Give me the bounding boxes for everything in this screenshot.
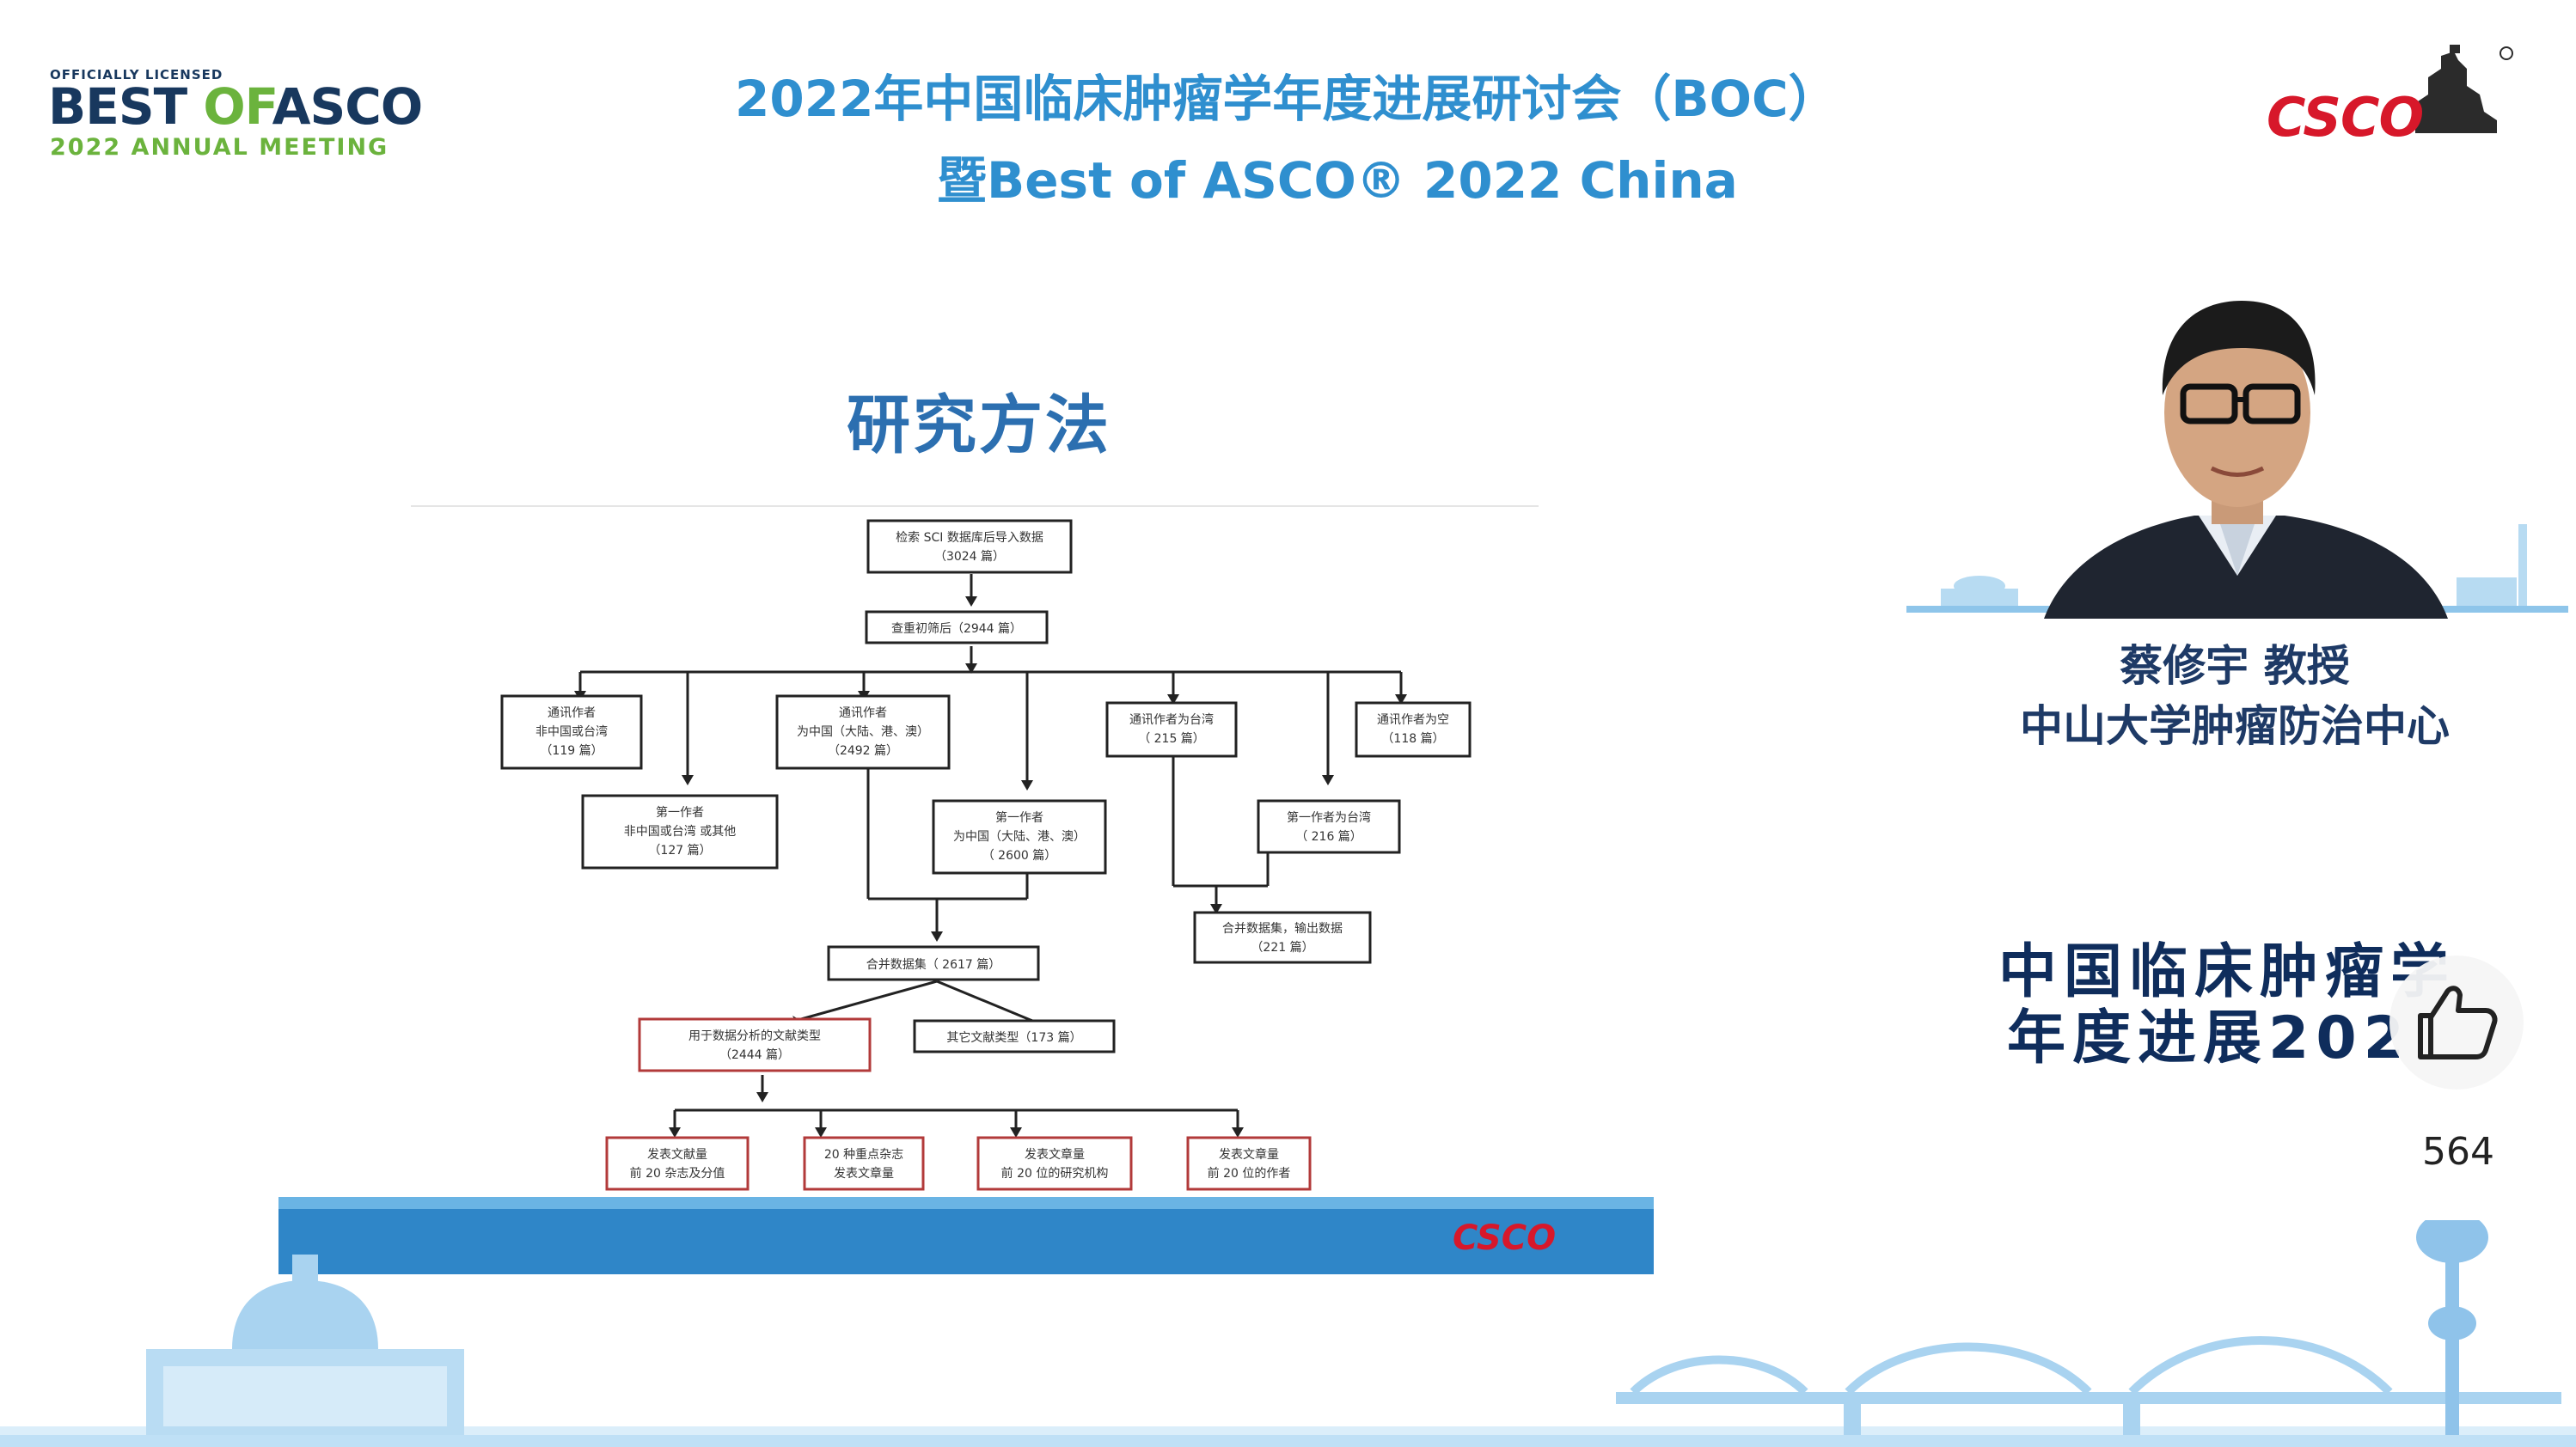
svg-text:合并数据集，输出数据: 合并数据集，输出数据 [1222,921,1343,936]
svg-text:为中国（大陆、港、澳）: 为中国（大陆、港、澳） [797,725,929,739]
flowchart-node-dedup: 查重初筛后（2944 篇） [865,610,1049,644]
asco-logo-meeting: 2022 ANNUAL MEETING [50,134,389,161]
svg-text:（119 篇）: （119 篇） [540,744,603,758]
csco-logo: CSCO [2261,43,2518,155]
svg-text:用于数据分析的文献类型: 用于数据分析的文献类型 [688,1029,821,1043]
flowchart-node-import: 检索 SCI 数据库后导入数据 （3024 篇） [866,519,1073,574]
asco-logo-wordmark: BEST OFASCO [48,77,423,136]
research-method-flowchart: 检索 SCI 数据库后导入数据 （3024 篇） 查重初筛后（2944 篇） 通… [500,519,1472,1191]
asco-logo-licensed: OFFICIALLY LICENSED [50,67,223,82]
slide-footer-csco-logo: CSCO [1453,1218,1557,1258]
svg-text:（ 2600 篇）: （ 2600 篇） [982,849,1057,863]
speaker-video [1906,266,2568,619]
city-skyline-decoration [0,1220,2576,1447]
svg-text:（ 216 篇）: （ 216 篇） [1295,830,1362,844]
flowchart-node-top-journals: 发表文献量 前 20 杂志及分值 [605,1136,750,1191]
flowchart-node-top-institutions: 发表文章量 前 20 位的研究机构 [976,1136,1133,1191]
best-of-asco-logo: OFFICIALLY LICENSED BEST OFASCO 2022 ANN… [48,62,423,161]
svg-text:发表文章量: 发表文章量 [834,1166,894,1181]
slide-footer-bar [278,1197,1654,1274]
svg-text:其它文献类型（173 篇）: 其它文献类型（173 篇） [946,1030,1081,1045]
like-count: 564 [2422,1130,2494,1174]
speaker-organization: 中山大学肿瘤防治中心 [2020,701,2450,751]
flowchart-node-other-types: 其它文献类型（173 篇） [913,1019,1116,1053]
flowchart-node-corr-china: 通讯作者 为中国（大陆、港、澳） （2492 篇） [775,694,951,770]
flowchart-arrowheads [574,596,1407,1138]
thumbs-up-icon [2418,986,2498,1059]
svg-text:通讯作者为空: 通讯作者为空 [1377,713,1449,727]
flowchart-node-merged: 合并数据集（ 2617 篇） [827,945,1040,981]
flowchart-node-corr-empty: 通讯作者为空 （118 篇） [1355,701,1472,758]
banner-line-2: 年度进展202 [2007,1004,2411,1072]
slide-title: 研究方法 [847,388,1111,462]
flowchart-node-merged-output: 合并数据集，输出数据 （221 篇） [1193,911,1372,964]
svg-text:前 20 杂志及分值: 前 20 杂志及分值 [630,1166,725,1181]
svg-text:（ 215 篇）: （ 215 篇） [1138,732,1205,746]
svg-text:第一作者为台湾: 第一作者为台湾 [1287,810,1371,825]
speaker-name: 蔡修宇 教授 [2120,641,2350,691]
flowchart-node-corr-taiwan: 通讯作者为台湾 （ 215 篇） [1105,701,1238,758]
svg-text:（2444 篇）: （2444 篇） [719,1048,790,1062]
svg-text:（2492 篇）: （2492 篇） [828,744,898,758]
svg-text:发表文献量: 发表文献量 [647,1148,707,1162]
svg-text:为中国（大陆、港、澳）: 为中国（大陆、港、澳） [953,830,1086,844]
svg-text:通讯作者: 通讯作者 [839,706,887,720]
speaker-portrait [1906,301,2568,619]
flowchart-node-analysis-types: 用于数据分析的文献类型 （2444 篇） [638,1017,872,1072]
svg-text:（118 篇）: （118 篇） [1381,732,1444,746]
flowchart-node-first-non-china: 第一作者 非中国或台湾 或其他 （127 篇） [581,794,779,870]
svg-text:检索 SCI 数据库后导入数据: 检索 SCI 数据库后导入数据 [896,530,1043,545]
svg-text:前 20 位的作者: 前 20 位的作者 [1208,1166,1291,1181]
flowchart-node-first-taiwan: 第一作者为台湾 （ 216 篇） [1257,799,1401,854]
flowchart-node-corr-non-china: 通讯作者 非中国或台湾 （119 篇） [500,694,643,770]
svg-text:前 20 位的研究机构: 前 20 位的研究机构 [1001,1166,1109,1181]
flowchart-node-key-journals: 20 种重点杂志 发表文章量 [803,1136,925,1191]
svg-text:（127 篇）: （127 篇） [648,844,711,858]
flowchart-node-top-authors: 发表文章量 前 20 位的作者 [1186,1136,1312,1191]
svg-text:（3024 篇）: （3024 篇） [934,550,1005,564]
event-title-line-1: 2022年中国临床肿瘤学年度进展研讨会（BOC） [735,70,1839,128]
banner-line-1: 中国临床肿瘤学 [1998,938,2457,1006]
slide-divider [411,505,1539,507]
event-title-line-2: 暨Best of ASCO® 2022 China [937,151,1738,210]
svg-text:第一作者: 第一作者 [995,810,1043,825]
svg-text:非中国或台湾 或其他: 非中国或台湾 或其他 [624,824,736,839]
slide-footer-bar-highlight [278,1197,1654,1209]
svg-text:第一作者: 第一作者 [656,805,704,820]
svg-text:发表文章量: 发表文章量 [1025,1147,1085,1162]
svg-text:查重初筛后（2944 篇）: 查重初筛后（2944 篇） [891,621,1022,636]
svg-text:（221 篇）: （221 篇） [1251,941,1313,955]
svg-text:20 种重点杂志: 20 种重点杂志 [824,1148,903,1162]
svg-text:发表文章量: 发表文章量 [1219,1147,1279,1162]
svg-text:非中国或台湾: 非中国或台湾 [535,724,608,739]
flowchart-node-first-china: 第一作者 为中国（大陆、港、澳） （ 2600 篇） [932,799,1107,875]
great-wall-icon [2415,45,2513,133]
svg-text:合并数据集（ 2617 篇）: 合并数据集（ 2617 篇） [866,957,1001,972]
svg-text:通讯作者: 通讯作者 [548,706,596,720]
like-button[interactable] [2389,956,2524,1090]
svg-text:通讯作者为台湾: 通讯作者为台湾 [1129,712,1214,727]
csco-logo-text: CSCO [2267,86,2424,149]
